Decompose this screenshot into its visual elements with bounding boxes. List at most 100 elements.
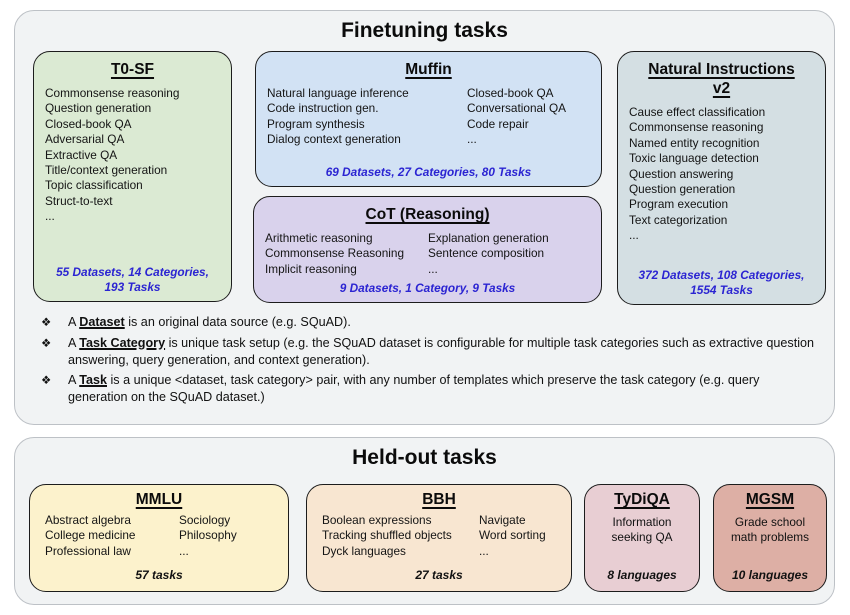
t0sf-box: T0-SF Commonsense reasoning Question gen…: [33, 51, 232, 302]
diamond-bullet-icon: ❖: [41, 337, 52, 350]
finetuning-panel-title: Finetuning tasks: [341, 19, 508, 42]
diamond-bullet-icon: ❖: [41, 374, 52, 387]
t0sf-task-list: Commonsense reasoning Question generatio…: [45, 86, 220, 225]
definition-task-category: ❖ A Task Category is unique task setup (…: [41, 335, 819, 369]
mmlu-title: MMLU: [135, 491, 183, 508]
definition-prefix: A: [68, 335, 80, 350]
definition-term: Task Category: [79, 335, 166, 350]
cot-col2: Explanation generation Sentence composit…: [428, 231, 549, 277]
mmlu-task-columns: Abstract algebra College medicine Profes…: [41, 513, 277, 559]
task-item: Struct-to-text: [45, 193, 113, 208]
task-item-ellipsis: ...: [428, 261, 438, 276]
mgsm-title: MGSM: [745, 491, 795, 508]
muffin-stats: 69 Datasets, 27 Categories, 80 Tasks: [325, 164, 532, 179]
task-item: Commonsense reasoning: [629, 120, 764, 135]
definition-term: Dataset: [79, 315, 125, 329]
definition-rest: is an original data source (e.g. SQuAD).: [124, 315, 351, 329]
task-item: Question generation: [45, 101, 152, 116]
task-item: Topic classification: [45, 178, 143, 193]
definition-text: A Dataset is an original data source (e.…: [68, 314, 819, 332]
definition-rest: is unique task setup (e.g. the SQuAD dat…: [68, 335, 815, 367]
cot-task-columns: Arithmetic reasoning Commonsense Reasoni…: [265, 231, 590, 277]
bbh-stats: 27 tasks: [415, 568, 463, 582]
task-item: Cause effect classification: [629, 105, 766, 119]
task-item: Commonsense reasoning: [45, 86, 180, 100]
task-item: Tracking shuffled objects: [322, 528, 452, 543]
mgsm-box: MGSM Grade school math problems 10 langu…: [713, 484, 827, 592]
task-item: Abstract algebra: [45, 513, 131, 527]
definition-prefix: A: [68, 372, 80, 387]
task-item: Title/context generation: [45, 163, 168, 178]
task-item-ellipsis: ...: [479, 543, 489, 558]
heldout-tasks-panel: Held-out tasks MMLU Abstract algebra Col…: [14, 437, 835, 605]
bbh-box: BBH Boolean expressions Tracking shuffle…: [306, 484, 572, 592]
definition-dataset: ❖ A Dataset is an original data source (…: [41, 314, 819, 332]
cot-stats: 9 Datasets, 1 Category, 9 Tasks: [339, 280, 516, 295]
definition-text: A Task is a unique <dataset, task catego…: [68, 372, 819, 406]
muffin-col2: Closed-book QA Conversational QA Code re…: [467, 86, 566, 148]
task-item: Professional law: [45, 543, 131, 558]
bbh-task-columns: Boolean expressions Tracking shuffled ob…: [318, 513, 560, 559]
task-item-ellipsis: ...: [467, 132, 477, 147]
muffin-title: Muffin: [405, 61, 452, 78]
cot-box: CoT (Reasoning) Arithmetic reasoning Com…: [253, 196, 602, 303]
task-item: Explanation generation: [428, 231, 549, 245]
task-item: Adversarial QA: [45, 132, 125, 147]
task-item: Sociology: [179, 513, 231, 527]
task-item: Sentence composition: [428, 246, 545, 261]
task-item: Extractive QA: [45, 147, 118, 162]
mmlu-stats: 57 tasks: [135, 568, 183, 582]
task-item-ellipsis: ...: [179, 543, 189, 558]
task-item: Question generation: [629, 182, 736, 197]
muffin-task-columns: Natural language inference Code instruct…: [267, 86, 590, 148]
definition-prefix: A: [68, 315, 80, 329]
definition-rest: is a unique <dataset, task category> pai…: [68, 372, 760, 404]
task-item: Code instruction gen.: [267, 101, 379, 116]
definition-term: Task: [79, 372, 107, 387]
t0sf-title: T0-SF: [110, 61, 155, 78]
tydiqa-box: TyDiQA Information seeking QA 8 language…: [584, 484, 700, 592]
task-item: Closed-book QA: [45, 116, 132, 131]
task-item: Dialog context generation: [267, 132, 401, 147]
task-item: Navigate: [479, 513, 526, 527]
diamond-bullet-icon: ❖: [41, 317, 52, 329]
task-item: Implicit reasoning: [265, 261, 357, 276]
mmlu-col2: Sociology Philosophy ...: [179, 513, 237, 559]
task-item-ellipsis: ...: [45, 209, 55, 224]
tydiqa-description: Information seeking QA: [611, 515, 673, 544]
task-item: Philosophy: [179, 528, 237, 543]
bbh-col2: Navigate Word sorting ...: [479, 513, 546, 559]
mgsm-description: Grade school math problems: [730, 515, 810, 544]
mmlu-col1: Abstract algebra College medicine Profes…: [45, 513, 179, 559]
task-item: Program synthesis: [267, 116, 365, 131]
task-item: Code repair: [467, 116, 529, 131]
muffin-box: Muffin Natural language inference Code i…: [255, 51, 602, 187]
mgsm-stats: 10 languages: [731, 568, 809, 582]
heldout-panel-title: Held-out tasks: [352, 446, 497, 469]
task-item: Toxic language detection: [629, 151, 759, 166]
bbh-col1: Boolean expressions Tracking shuffled ob…: [322, 513, 479, 559]
niv2-title: Natural Instructions v2: [648, 61, 795, 97]
cot-col1: Arithmetic reasoning Commonsense Reasoni…: [265, 231, 428, 277]
t0sf-stats: 55 Datasets, 14 Categories, 193 Tasks: [56, 265, 209, 294]
task-item-ellipsis: ...: [629, 228, 639, 243]
task-item: Named entity recognition: [629, 135, 760, 150]
muffin-col1: Natural language inference Code instruct…: [267, 86, 467, 148]
finetuning-tasks-panel: Finetuning tasks T0-SF Commonsense reaso…: [14, 10, 835, 425]
task-item: Text categorization: [629, 212, 728, 227]
tydiqa-stats: 8 languages: [607, 568, 677, 582]
task-item: Closed-book QA: [467, 86, 554, 100]
task-item: College medicine: [45, 528, 136, 543]
definition-text: A Task Category is unique task setup (e.…: [68, 335, 819, 369]
tydiqa-title: TyDiQA: [614, 491, 670, 508]
cot-title: CoT (Reasoning): [365, 206, 490, 223]
mmlu-box: MMLU Abstract algebra College medicine P…: [29, 484, 289, 592]
definition-task: ❖ A Task is a unique <dataset, task cate…: [41, 372, 819, 406]
task-item: Dyck languages: [322, 543, 406, 558]
task-item: Conversational QA: [467, 101, 567, 116]
niv2-task-list: Cause effect classification Commonsense …: [629, 105, 814, 244]
task-item: Program execution: [629, 197, 729, 212]
task-item: Natural language inference: [267, 86, 409, 100]
bbh-title: BBH: [422, 491, 456, 508]
